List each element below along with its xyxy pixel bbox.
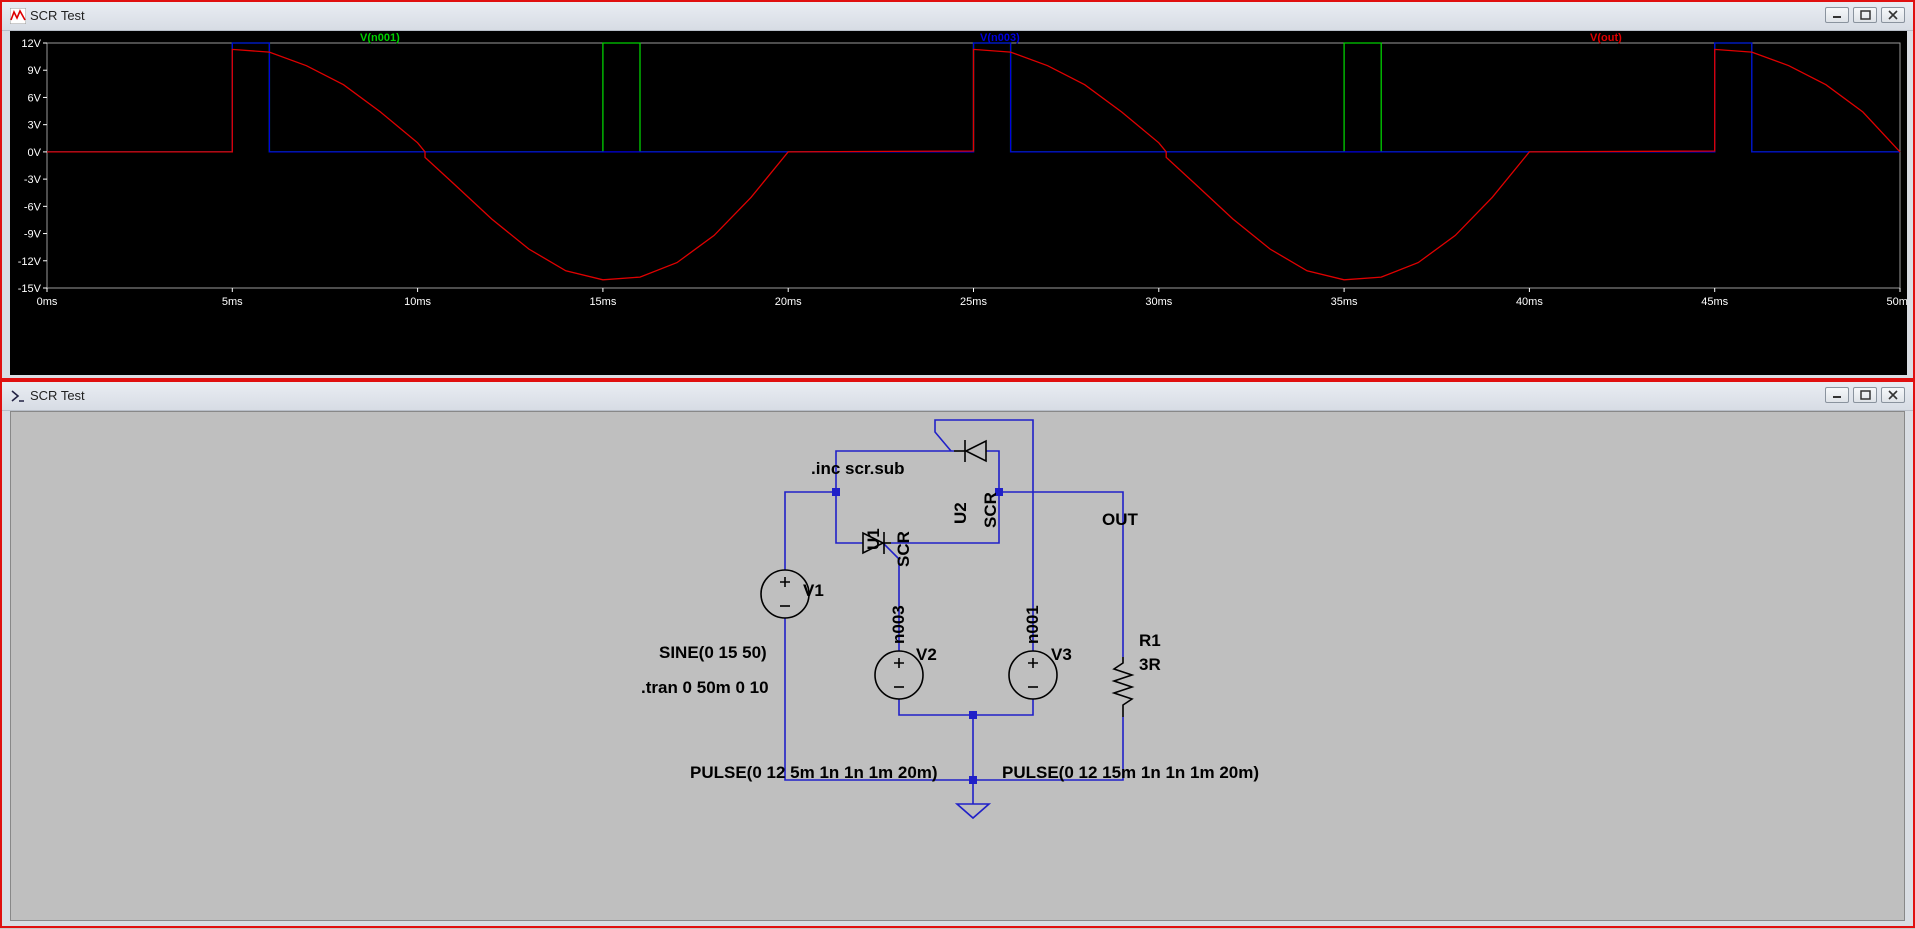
net-label-n001[interactable]: n001 [1023,605,1042,644]
legend-entry-0[interactable]: V(n001) [360,32,400,44]
resistor-r1-symbol[interactable] [1111,657,1135,717]
wire-n001[interactable] [934,419,1034,651]
plot-window-title: SCR Test [30,8,85,23]
schematic-titlebar[interactable]: SCR Test [2,382,1913,411]
schematic-window[interactable]: SCR Test [0,380,1915,928]
x-tick-label: 15ms [589,296,616,308]
net-label-n003[interactable]: n003 [889,605,908,644]
u1-ref-label[interactable]: U1 [864,528,883,550]
legend-entry-2[interactable]: V(out) [1590,32,1622,44]
close-button[interactable] [1881,7,1905,23]
v2-source-symbol[interactable] [874,650,924,700]
y-tick-label: -6V [24,201,42,213]
u2-ref-label[interactable]: U2 [951,502,970,524]
v2-value-label[interactable]: PULSE(0 12 5m 1n 1n 1m 20m) [690,763,938,782]
v1-value-label[interactable]: SINE(0 15 50) [659,643,767,662]
v3-ref-label[interactable]: V3 [1051,645,1072,664]
restore-button[interactable] [1853,387,1877,403]
waveform-icon [10,8,26,24]
r1-ref-label[interactable]: R1 [1139,631,1161,650]
y-tick-label: -12V [18,256,42,268]
wire-n003[interactable] [882,542,900,651]
close-icon [1888,10,1898,20]
wire-loop-bottom-left[interactable] [835,492,863,544]
y-tick-label: -3V [24,174,42,186]
series-line-2[interactable] [47,48,1901,281]
minimize-button[interactable] [1825,7,1849,23]
wire-out[interactable] [999,491,1124,657]
tran-directive[interactable]: .tran 0 50m 0 10 [641,678,769,697]
y-tick-label: 12V [21,38,41,50]
u2-value-label[interactable]: SCR [981,492,1000,528]
scr-u1-symbol[interactable] [862,531,891,555]
series-line-1[interactable] [47,42,1900,153]
x-tick-label: 20ms [775,296,802,308]
x-tick-label: 25ms [960,296,987,308]
wires[interactable] [784,419,1124,804]
close-icon [1888,390,1898,400]
junctions [832,488,1003,784]
y-tick-label: -9V [24,229,42,241]
x-tick-label: 35ms [1331,296,1358,308]
wire-v1-top[interactable] [784,491,836,570]
v1-ref-label[interactable]: V1 [803,581,824,600]
schematic-icon [11,390,24,402]
v1-source-symbol[interactable] [760,569,810,619]
schematic-drawing[interactable]: .inc scr.sub OUT V1 SINE(0 15 50) .tran … [11,412,1908,924]
plot-titlebar[interactable]: SCR Test [2,2,1913,31]
y-tick-label: 9V [28,65,42,77]
x-tick-label: 50ms [1887,296,1907,308]
wire-loop-top-right[interactable] [986,450,1000,492]
minimize-button[interactable] [1825,387,1849,403]
legend-entry-1[interactable]: V(n003) [980,32,1020,44]
wire-r1-bottom[interactable] [973,717,1124,781]
v3-value-label[interactable]: PULSE(0 12 15m 1n 1n 1m 20m) [1002,763,1259,782]
wire-v1-bottom[interactable] [784,618,973,781]
junction-ground [969,776,977,784]
y-tick-label: 3V [28,120,42,132]
r1-value-label[interactable]: 3R [1139,655,1161,674]
x-tick-label: 40ms [1516,296,1543,308]
net-label-out[interactable]: OUT [1102,510,1139,529]
close-button[interactable] [1881,387,1905,403]
junction-right [995,488,1003,496]
y-tick-label: 0V [28,147,42,159]
v2-ref-label[interactable]: V2 [916,645,937,664]
x-tick-label: 45ms [1701,296,1728,308]
wire-loop-top-left[interactable] [835,450,954,492]
wire-loop-bottom-right[interactable] [891,492,1000,544]
schematic-canvas[interactable]: .inc scr.sub OUT V1 SINE(0 15 50) .tran … [10,411,1905,921]
x-tick-label: 10ms [404,296,431,308]
ground-icon[interactable] [954,803,992,820]
minimize-icon [1833,396,1841,398]
scr-u2-symbol[interactable] [954,439,987,463]
v3-source-symbol[interactable] [1008,650,1058,700]
inc-directive[interactable]: .inc scr.sub [811,459,905,478]
schematic-window-title: SCR Test [30,388,85,403]
restore-icon [1860,390,1871,400]
restore-icon [1860,10,1871,20]
wire-v2-v3-bottom[interactable] [898,699,1034,716]
x-tick-label: 0ms [37,296,58,308]
y-tick-label: 6V [28,92,42,104]
minimize-icon [1833,16,1841,18]
junction-left [832,488,840,496]
x-tick-label: 30ms [1145,296,1172,308]
restore-button[interactable] [1853,7,1877,23]
y-tick-label: -15V [18,283,42,295]
junction-v-bus [969,711,977,719]
x-tick-label: 5ms [222,296,243,308]
u1-value-label[interactable]: SCR [894,531,913,567]
